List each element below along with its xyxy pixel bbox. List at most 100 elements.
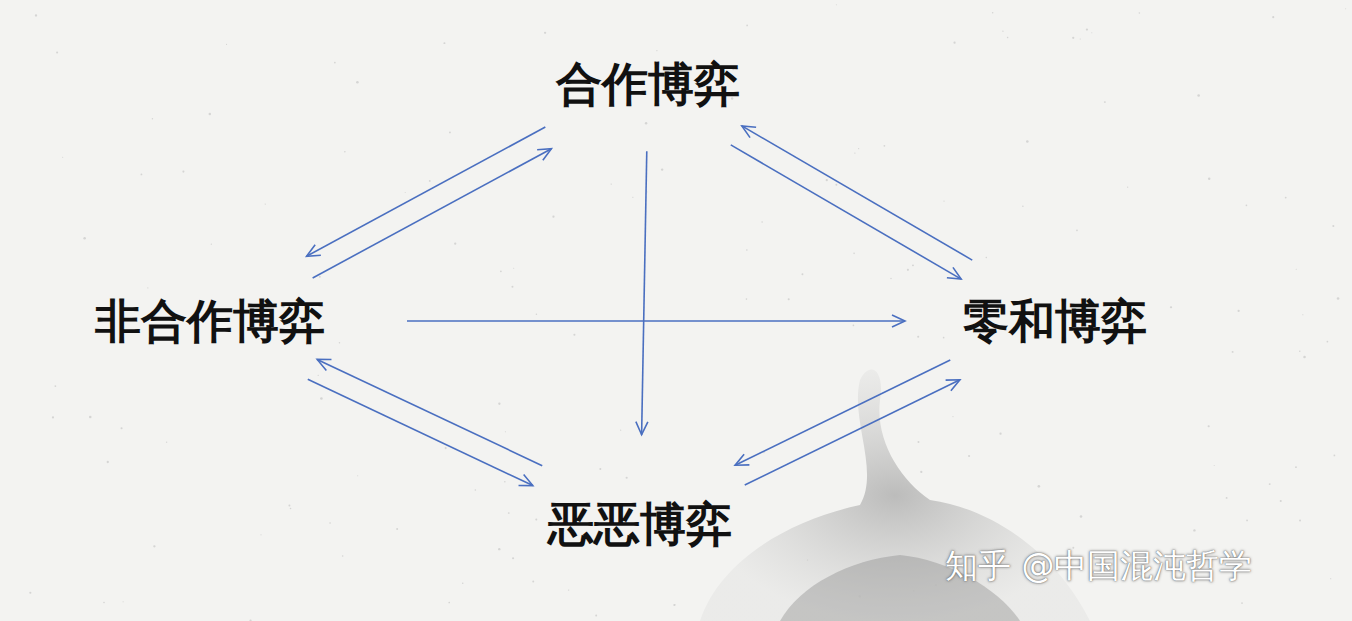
paper-speck (1337, 297, 1340, 300)
paper-speck (356, 81, 359, 84)
paper-speck (500, 270, 502, 272)
paper-speck (498, 548, 500, 550)
paper-speck (746, 25, 748, 27)
paper-speck (835, 184, 837, 186)
node-title: 合作博弈 (556, 59, 740, 110)
arrow-connector (307, 127, 546, 256)
paper-speck (1002, 30, 1003, 31)
paper-speck (746, 249, 748, 251)
watermark: 知乎 @中国混沌哲学 (945, 544, 1253, 589)
paper-speck (912, 264, 914, 266)
paper-speck (504, 481, 505, 482)
paper-speck (89, 416, 92, 419)
paper-speck (166, 441, 167, 442)
paper-speck (1104, 101, 1106, 103)
paper-speck (1241, 602, 1243, 604)
paper-speck (801, 273, 803, 275)
paper-speck (738, 461, 739, 462)
paper-speck (1208, 425, 1210, 427)
paper-speck (1246, 205, 1248, 207)
paper-speck (532, 580, 534, 582)
paper-speck (535, 519, 537, 521)
paper-speck (1238, 310, 1240, 312)
paper-speck (1026, 140, 1029, 143)
paper-speck (943, 200, 944, 201)
paper-speck (632, 197, 633, 198)
paper-speck (859, 595, 861, 597)
paper-speck (152, 118, 153, 119)
paper-speck (226, 44, 227, 45)
paper-speck (342, 555, 344, 557)
paper-speck (1232, 351, 1234, 353)
paper-speck (405, 192, 406, 193)
arrow-connector (745, 380, 960, 485)
paper-speck (935, 584, 937, 586)
paper-speck (986, 257, 988, 259)
paper-speck (853, 325, 855, 327)
game-type-node: 合作博弈 (546, 53, 750, 116)
paper-speck (505, 431, 506, 432)
paper-speck (1076, 230, 1078, 232)
arrow-connector (313, 149, 552, 278)
paper-speck (141, 174, 143, 176)
paper-speck (536, 314, 537, 315)
paper-speck (1269, 483, 1271, 485)
paper-speck (1299, 351, 1301, 353)
paper-speck (807, 559, 808, 560)
arrow-connector (642, 151, 647, 434)
paper-speck (661, 168, 663, 170)
paper-speck (917, 441, 919, 443)
paper-speck (890, 278, 891, 279)
paper-speck (675, 604, 676, 605)
paper-speck (62, 157, 63, 158)
paper-speck (1086, 28, 1088, 30)
paper-speck (943, 337, 945, 339)
paper-speck (907, 269, 909, 271)
game-type-node: 非合作博弈 (85, 290, 335, 353)
paper-speck (1007, 37, 1008, 38)
paper-speck (1091, 32, 1092, 33)
paper-speck (1246, 520, 1248, 522)
paper-speck (1299, 520, 1301, 522)
paper-speck (568, 589, 569, 590)
paper-speck (1332, 225, 1334, 227)
paper-speck (1080, 38, 1081, 39)
paper-speck (544, 32, 546, 34)
paper-speck (475, 489, 477, 491)
paper-speck (1197, 94, 1200, 97)
arrow-connector (308, 379, 533, 485)
paper-speck (788, 298, 790, 300)
paper-speck (319, 276, 321, 278)
arrow-connector (742, 126, 972, 260)
paper-speck (858, 148, 859, 149)
paper-speck (318, 375, 319, 376)
arrow-connector (317, 359, 542, 465)
paper-speck (512, 557, 514, 559)
paper-speck (429, 180, 431, 182)
paper-speck (1327, 341, 1329, 343)
paper-speck (611, 183, 612, 184)
game-type-node: 恶恶博弈 (538, 493, 742, 556)
paper-speck (1285, 197, 1287, 199)
paper-speck (761, 221, 763, 223)
paper-speck (854, 152, 855, 153)
paper-speck (83, 237, 86, 240)
arrow-connector (407, 320, 905, 322)
paper-speck (443, 42, 445, 44)
node-title: 零和博弈 (963, 296, 1147, 347)
paper-speck (511, 286, 513, 288)
paper-speck (211, 244, 212, 245)
paper-speck (1302, 314, 1303, 315)
paper-speck (645, 122, 647, 124)
paper-speck (513, 268, 514, 269)
paper-speck (249, 620, 251, 621)
paper-speck (1080, 515, 1083, 518)
paper-speck (123, 601, 124, 602)
paper-speck (265, 203, 266, 204)
paper-speck (454, 243, 456, 245)
paper-speck (826, 179, 828, 181)
paper-speck (836, 4, 837, 5)
paper-speck (1226, 497, 1228, 499)
paper-speck (56, 51, 58, 53)
